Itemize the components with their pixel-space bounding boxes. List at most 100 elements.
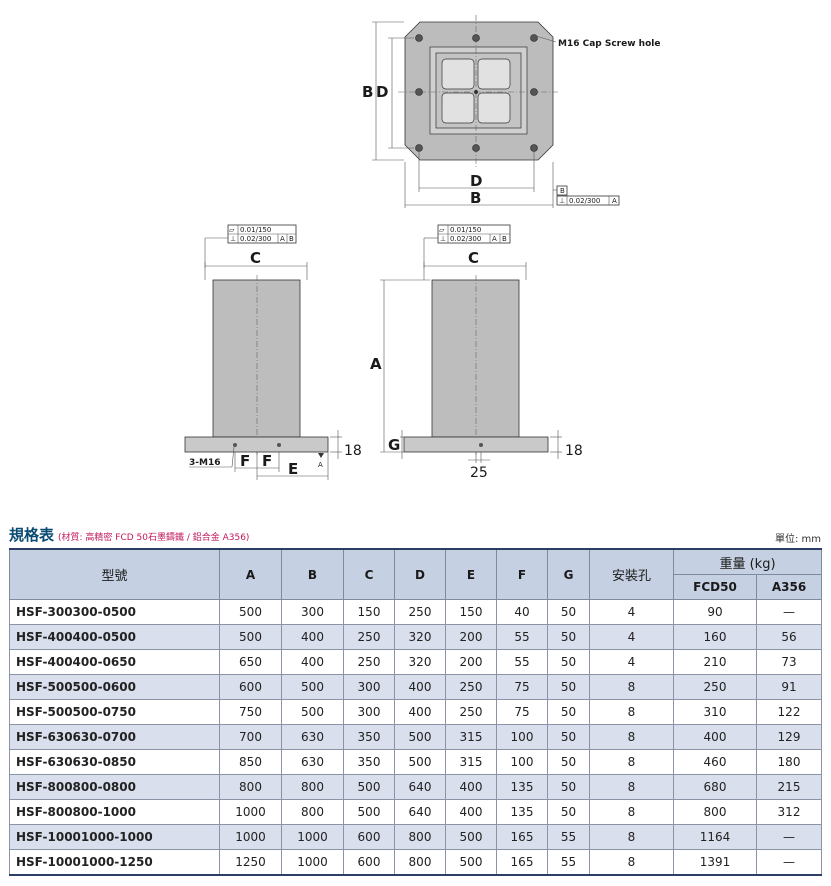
cell-E: 200: [445, 624, 497, 650]
screw-holes: [415, 34, 538, 152]
cell-fcd50: 1164: [673, 824, 757, 850]
cell-C: 300: [343, 699, 395, 725]
cell-B: 630: [281, 724, 344, 750]
col-header-D: D: [394, 548, 446, 600]
cell-F: 135: [496, 774, 548, 800]
cell-fcd50: 160: [673, 624, 757, 650]
cell-a356: 312: [756, 799, 822, 825]
screw-note: M16 Cap Screw hole: [558, 39, 660, 49]
cell-A: 500: [219, 599, 282, 625]
cell-F: 165: [496, 849, 548, 876]
cell-model: HSF-500500-0600: [9, 674, 220, 700]
cell-model: HSF-630630-0700: [9, 724, 220, 750]
cell-holes: 4: [589, 624, 674, 650]
dim-label-D: D: [376, 83, 388, 101]
cell-a356: 215: [756, 774, 822, 800]
cell-B: 400: [281, 624, 344, 650]
cell-a356: —: [756, 824, 822, 850]
col-header-C: C: [343, 548, 395, 600]
cell-holes: 4: [589, 599, 674, 625]
cell-F: 75: [496, 699, 548, 725]
cell-F: 100: [496, 724, 548, 750]
cell-holes: 8: [589, 724, 674, 750]
cell-G: 50: [547, 699, 590, 725]
cell-C: 350: [343, 749, 395, 775]
svg-text:⊥: ⊥: [440, 235, 446, 243]
tol-ref-a: A: [280, 235, 285, 243]
cell-D: 800: [394, 824, 446, 850]
pocket: [477, 58, 511, 90]
side-view-left: ⏥ 0.01/150 ⊥ 0.02/300 A B C 18 3-M16 F: [184, 224, 362, 480]
spec-subtitle: (材質: 高精密 FCD 50石墨鑄鐵 / 鋁合金 A356): [58, 533, 250, 543]
cell-model: HSF-400400-0500: [9, 624, 220, 650]
cell-G: 50: [547, 774, 590, 800]
column-body: [212, 279, 301, 438]
tol-flat: 0.01/150: [450, 226, 481, 234]
base-plate: [403, 436, 549, 453]
col-header-F: F: [496, 548, 548, 600]
cell-A: 1250: [219, 849, 282, 876]
dim-label-A: A: [370, 355, 382, 373]
tol-perp: 0.02/300: [450, 235, 481, 243]
cell-model: HSF-10001000-1000: [9, 824, 220, 850]
cell-F: 55: [496, 624, 548, 650]
cell-model: HSF-630630-0850: [9, 749, 220, 775]
cell-A: 800: [219, 774, 282, 800]
cell-B: 500: [281, 699, 344, 725]
dim-label-F1: F: [240, 452, 250, 470]
dim-label-C: C: [250, 249, 261, 267]
cell-E: 315: [445, 724, 497, 750]
cell-model: HSF-10001000-1250: [9, 849, 220, 876]
cell-fcd50: 210: [673, 649, 757, 675]
cell-E: 500: [445, 849, 497, 876]
cell-B: 500: [281, 674, 344, 700]
cell-F: 55: [496, 649, 548, 675]
cell-E: 315: [445, 749, 497, 775]
cell-a356: 122: [756, 699, 822, 725]
spec-header: 規格表(材質: 高精密 FCD 50石墨鑄鐵 / 鋁合金 A356) 單位: m…: [9, 524, 821, 545]
col-header-E: E: [445, 548, 497, 600]
cell-model: HSF-400400-0650: [9, 649, 220, 675]
cell-E: 250: [445, 674, 497, 700]
svg-text:⏥: ⏥: [229, 226, 235, 234]
cell-holes: 8: [589, 749, 674, 775]
cell-E: 400: [445, 774, 497, 800]
pocket: [441, 58, 475, 90]
tol-flat: 0.01/150: [240, 226, 271, 234]
side-view-right: ⏥ 0.01/150 ⊥ 0.02/300 A B C A G 18: [370, 224, 583, 481]
cell-fcd50: 460: [673, 749, 757, 775]
spec-title-text: 規格表: [9, 526, 55, 544]
cell-F: 100: [496, 749, 548, 775]
cell-C: 500: [343, 774, 395, 800]
cell-A: 600: [219, 674, 282, 700]
cell-fcd50: 680: [673, 774, 757, 800]
tol-datum-B: B: [560, 187, 565, 195]
cell-G: 55: [547, 849, 590, 876]
cell-fcd50: 400: [673, 724, 757, 750]
tol-ref-b: B: [502, 235, 507, 243]
dim-label-C: C: [468, 249, 479, 267]
cell-G: 50: [547, 624, 590, 650]
dim-label-E: E: [288, 460, 298, 478]
cell-A: 1000: [219, 824, 282, 850]
cell-model: HSF-300300-0500: [9, 599, 220, 625]
svg-text:⊥: ⊥: [230, 235, 236, 243]
tol-perp: 0.02/300: [569, 197, 600, 205]
cell-C: 300: [343, 674, 395, 700]
cell-F: 75: [496, 674, 548, 700]
cell-model: HSF-800800-0800: [9, 774, 220, 800]
cell-holes: 8: [589, 799, 674, 825]
cell-C: 350: [343, 724, 395, 750]
cell-D: 250: [394, 599, 446, 625]
col-header-B: B: [281, 548, 344, 600]
cell-E: 150: [445, 599, 497, 625]
cell-B: 1000: [281, 824, 344, 850]
datum-A: A: [318, 461, 323, 469]
col-header-a356: A356: [756, 574, 822, 600]
col-header-A: A: [219, 548, 282, 600]
